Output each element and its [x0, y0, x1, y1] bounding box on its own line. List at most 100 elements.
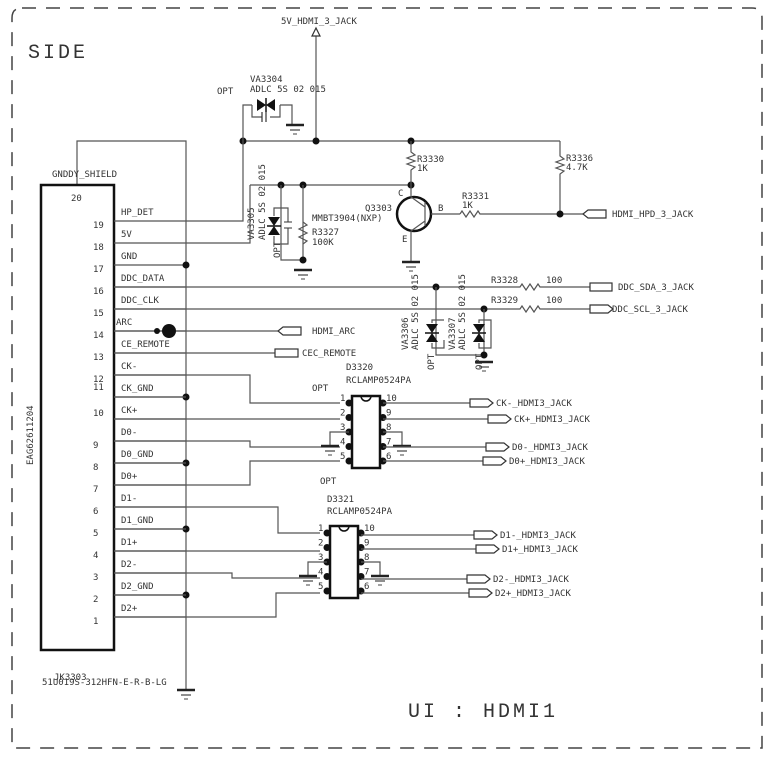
- ic-pin: [357, 573, 365, 580]
- pin-label: D1-: [121, 494, 137, 504]
- va3304-diode-icon: [256, 97, 276, 113]
- r3329-ref: R3329: [491, 296, 518, 306]
- pin-label: D1_GND: [121, 516, 154, 526]
- pin-number: 3: [93, 573, 98, 583]
- connector-shield-label: GNDDY_SHIELD: [52, 170, 117, 180]
- pin-number: 17: [93, 265, 104, 275]
- pin-number: 4: [93, 551, 98, 561]
- va3305-opt: OPT: [273, 241, 283, 258]
- ground-icon: [292, 268, 314, 281]
- ic-pin-number: 6: [386, 452, 391, 462]
- ic-pin-number: 9: [364, 539, 369, 549]
- pin-number: 5: [93, 529, 98, 539]
- net-label-sda: DDC_SDA_3_JACK: [618, 283, 694, 293]
- net-port-icon: [473, 530, 498, 540]
- d3321-ic-body: [328, 524, 360, 600]
- pin-label: DDC_CLK: [121, 296, 160, 306]
- pin-number: 8: [93, 463, 98, 473]
- net-label-cec: CEC_REMOTE: [302, 349, 356, 359]
- va3305-part: ADLC 5S 02 015: [258, 164, 268, 240]
- r3330-value: 1K: [417, 164, 428, 174]
- shield-wire: [76, 140, 187, 690]
- net-port-icon: [468, 588, 493, 598]
- pin-number: 7: [93, 485, 98, 495]
- pin-label: D2_GND: [121, 582, 154, 592]
- ic-pin: [323, 529, 331, 537]
- net-port-icon: [582, 209, 607, 219]
- power-net-label: 5V_HDMI_3_JACK: [281, 17, 357, 27]
- q3303-transistor-icon: [395, 195, 433, 233]
- net-label-d2p: D2+_HDMI3_JACK: [495, 589, 571, 599]
- va3304-opt: OPT: [217, 87, 234, 97]
- pin-label: CE_REMOTE: [121, 340, 170, 350]
- ic-pin-number: 3: [318, 553, 323, 563]
- va3304-cap-wire: [251, 105, 281, 118]
- connector-body: [39, 183, 116, 652]
- net-port-icon: [475, 544, 500, 554]
- ic-pin: [345, 457, 353, 465]
- pin-label: D0_GND: [121, 450, 154, 460]
- connector-ref: JK3303: [54, 673, 87, 683]
- r3336-ref: R3336: [566, 154, 593, 164]
- va3305-ref: VA3305: [247, 207, 257, 240]
- net-label-d2m: D2-_HDMI3_JACK: [493, 575, 569, 585]
- ic-pin-number: 9: [386, 409, 391, 419]
- ic-pin-number: 5: [318, 582, 323, 592]
- wire-hpdet: [114, 185, 251, 244]
- ground-icon: [369, 574, 391, 587]
- q3303-e: E: [402, 235, 407, 245]
- net-port-icon: [487, 414, 512, 424]
- net-label-d0p: D0+_HDMI3_JACK: [509, 457, 585, 467]
- va3304-part: ADLC 5S 02 015: [250, 85, 326, 95]
- ic-pin-number: 10: [386, 394, 397, 404]
- ic-pin-number: 1: [318, 524, 323, 534]
- ic-pin-number: 3: [340, 423, 345, 433]
- side-title: SIDE: [28, 42, 88, 65]
- border-frame: [11, 7, 763, 749]
- pin-number: 1: [93, 617, 98, 627]
- ic-pin-number: 5: [340, 452, 345, 462]
- connector-code: EAG62611204: [26, 405, 36, 465]
- r3331-value: 1K: [462, 201, 473, 211]
- pin-number: 6: [93, 507, 98, 517]
- pin-number: 14: [93, 331, 104, 341]
- junction: [312, 137, 320, 145]
- r3336-resistor-icon: [554, 141, 566, 214]
- va3306-part: ADLC 5S 02 015: [411, 274, 421, 350]
- net-label-d0m: D0-_HDMI3_JACK: [512, 443, 588, 453]
- pin-number: 12: [93, 375, 104, 385]
- pin-number: 19: [93, 221, 104, 231]
- net-label-ckp: CK+_HDMI3_JACK: [514, 415, 590, 425]
- ic-pin-number: 8: [364, 553, 369, 563]
- r3331-ref: R3331: [462, 192, 489, 202]
- va3307-part: ADLC 5S 02 015: [458, 274, 468, 350]
- pin-label: HP_DET: [121, 208, 154, 218]
- ic-pin: [345, 399, 353, 407]
- net-label-d1p: D1+_HDMI3_JACK: [502, 545, 578, 555]
- q3303-part: MMBT3904(NXP): [312, 214, 382, 224]
- pin-label: GND: [121, 252, 137, 262]
- pin-number: 9: [93, 441, 98, 451]
- ground-icon: [284, 123, 306, 136]
- pin-number: 13: [93, 353, 104, 363]
- r3330-ref: R3330: [417, 155, 444, 165]
- ic-pin-number: 7: [386, 438, 391, 448]
- net-port-icon: [589, 304, 614, 314]
- ic-pin-number: 2: [318, 539, 323, 549]
- pin-label: CK+: [121, 406, 138, 416]
- junction: [182, 261, 190, 269]
- pin-label: DDC_DATA: [121, 274, 165, 284]
- wire-ddc-data: [114, 282, 590, 292]
- ic-pin: [345, 414, 353, 421]
- ic-pin-number: 4: [318, 568, 323, 578]
- ground-icon: [175, 688, 197, 701]
- va3305-diode-icon: [266, 216, 282, 236]
- net-label-hpd: HDMI_HPD_3_JACK: [612, 210, 694, 220]
- ic-pin: [345, 443, 353, 450]
- pin-label: D0-: [121, 428, 137, 438]
- ic-pin-number: 6: [364, 582, 369, 592]
- net-port-icon: [482, 456, 507, 466]
- pin-label: D2+: [121, 604, 138, 614]
- connector-part: 51U019S-312HFN-E-R-B-LG: [42, 678, 167, 688]
